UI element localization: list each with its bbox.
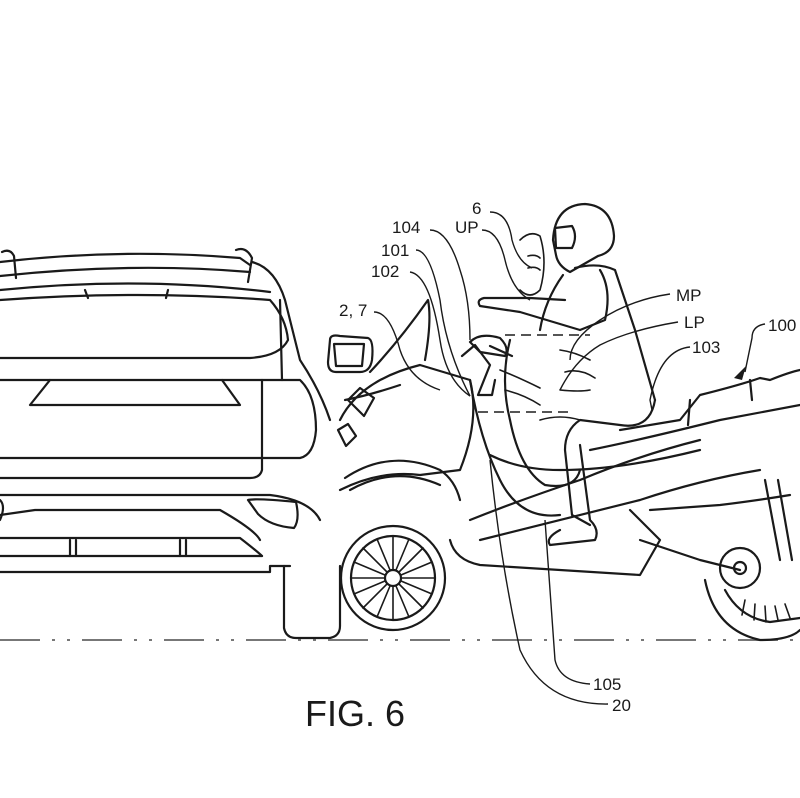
seat [618, 368, 800, 432]
airbag [503, 338, 582, 488]
front-spokes [350, 535, 436, 621]
label-105: 105 [593, 675, 621, 694]
rear-tyre [703, 578, 800, 642]
suv-roof-rail [0, 252, 252, 267]
figure-title: FIG. 6 [305, 693, 405, 734]
helmet-visor [553, 224, 577, 250]
rear-hub [718, 546, 762, 590]
suv-tailgate [0, 378, 318, 460]
label-LP: LP [684, 313, 705, 332]
front-fairing [338, 363, 475, 492]
suv-vehicle [0, 247, 374, 640]
rear-shock [763, 478, 794, 562]
label-6: 6 [472, 199, 481, 218]
label-104: 104 [392, 218, 420, 237]
label-101: 101 [381, 241, 409, 260]
handlebar [468, 334, 508, 358]
label-102: 102 [371, 262, 399, 281]
helmet [551, 202, 616, 274]
label-103: 103 [692, 338, 720, 357]
label-100: 100 [768, 316, 796, 335]
label-2-7: 2, 7 [339, 301, 367, 320]
front-tyre [339, 524, 447, 632]
label-20: 20 [612, 696, 631, 715]
suv-rear-tyre [282, 564, 342, 640]
suv-rear-window [0, 293, 290, 360]
scooter-vehicle [336, 298, 800, 642]
airbag-folds [499, 232, 596, 421]
suv-reflector [246, 498, 299, 530]
rider-arm [477, 268, 609, 332]
floorboard [448, 508, 662, 577]
arrow-100-head [734, 366, 746, 380]
windshield [368, 298, 431, 374]
rider [477, 202, 657, 547]
suv-bumper [0, 493, 322, 522]
suv-side-mirror [326, 334, 374, 374]
leader-lines [373, 211, 766, 705]
label-MP: MP [676, 286, 702, 305]
reference-labels: 6 104 UP 101 102 2, 7 MP LP 103 100 105 … [339, 199, 796, 715]
label-UP: UP [455, 218, 479, 237]
